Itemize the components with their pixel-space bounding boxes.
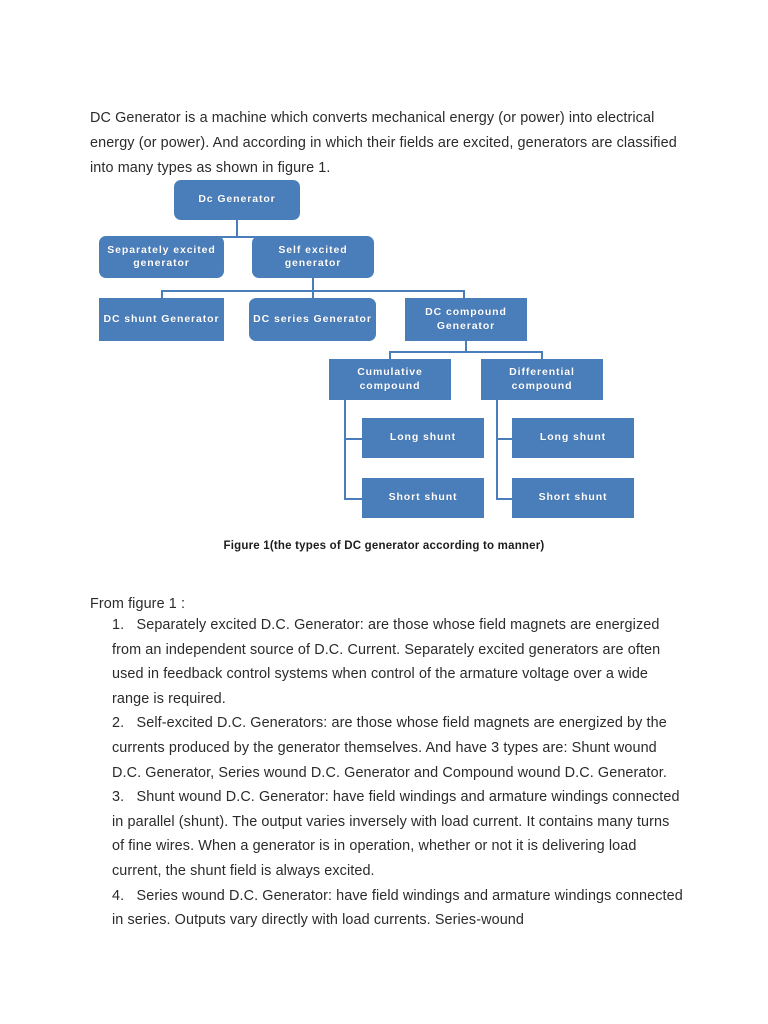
list-item-text: Series wound D.C. Generator: have field … xyxy=(112,887,683,929)
diagram-node-cumulative-long-shunt: Long shunt xyxy=(362,418,484,458)
list-item: 2. Self-excited D.C. Generators: are tho… xyxy=(112,711,684,785)
diagram-node-label: Self excited generator xyxy=(278,243,348,270)
diagram-node-dc-shunt-generator: DC shunt Generator xyxy=(99,298,224,341)
connector-dc-compound-drop xyxy=(463,290,465,299)
diagram-node-label: DC compound Generator xyxy=(425,306,507,332)
list-item: 4. Series wound D.C. Generator: have fie… xyxy=(112,884,684,933)
diagram-node-differential-compound: Differential compound xyxy=(481,359,603,400)
list-item-text: Separately excited D.C. Generator: are t… xyxy=(112,617,661,707)
connector-cumulative-drop xyxy=(389,351,391,361)
diagram-node-label: Cumulative compound xyxy=(357,366,423,392)
figure-caption: Figure 1(the types of DC generator accor… xyxy=(223,540,545,552)
connector-differential-long-stub xyxy=(496,438,513,440)
connector-dc-shunt-drop xyxy=(161,290,163,299)
connector-dc-series-drop xyxy=(312,290,314,299)
list-item-text: Shunt wound D.C. Generator: have field w… xyxy=(112,789,680,879)
connector-cumulative-trunk xyxy=(344,400,346,498)
diagram-node-label: DC shunt Generator xyxy=(103,312,220,325)
diagram-node-dc-compound-generator: DC compound Generator xyxy=(405,298,527,341)
diagram-node-differential-short-shunt: Short shunt xyxy=(512,478,634,518)
connector-cumulative-long-stub xyxy=(344,438,363,440)
connector-differential-short-stub xyxy=(496,498,513,500)
list-item: 1. Separately excited D.C. Generator: ar… xyxy=(112,613,684,711)
diagram-node-label: Short shunt xyxy=(388,491,458,504)
diagram-node-dc-series-generator: DC series Generator xyxy=(249,298,376,341)
connector-differential-drop xyxy=(541,351,543,361)
diagram-node-label: Long shunt xyxy=(539,431,607,444)
connector-root-drop xyxy=(236,220,238,238)
diagram-node-label: Dc Generator xyxy=(198,193,276,206)
list-item: 3. Shunt wound D.C. Generator: have fiel… xyxy=(112,785,684,883)
diagram-node-label: Separately excited generator xyxy=(107,243,216,270)
connector-cumulative-short-stub xyxy=(344,498,363,500)
diagram-node-label: DC series Generator xyxy=(253,312,372,325)
intro-paragraph: DC Generator is a machine which converts… xyxy=(90,110,677,177)
diagram-node-cumulative-compound: Cumulative compound xyxy=(329,359,451,400)
list-item-number: 1. xyxy=(112,617,133,633)
diagram-node-cumulative-short-shunt: Short shunt xyxy=(362,478,484,518)
dc-generator-classification-diagram: Dc Generator Separately excited generato… xyxy=(0,168,768,568)
diagram-node-separately-excited-generator: Separately excited generator xyxy=(99,236,224,278)
list-item-number: 4. xyxy=(112,887,133,904)
diagram-node-label: Long shunt xyxy=(389,431,457,444)
from-figure-heading: From figure 1 : xyxy=(90,596,186,613)
connector-row4-bus xyxy=(389,351,542,353)
diagram-node-dc-generator: Dc Generator xyxy=(174,180,300,220)
connector-differential-trunk xyxy=(496,400,498,498)
list-item-text: Self-excited D.C. Generators: are those … xyxy=(112,715,667,781)
list-item-number: 2. xyxy=(112,715,133,732)
connector-self-excited-drop xyxy=(312,278,314,292)
diagram-node-self-excited-generator: Self excited generator xyxy=(252,236,374,278)
list-item-number: 3. xyxy=(112,789,133,806)
connector-compound-drop xyxy=(465,341,467,353)
generator-types-list: 1. Separately excited D.C. Generator: ar… xyxy=(112,613,684,933)
connector-root-bus xyxy=(161,236,313,238)
diagram-node-label: Short shunt xyxy=(538,491,608,504)
diagram-node-label: Differential compound xyxy=(509,366,575,392)
diagram-node-differential-long-shunt: Long shunt xyxy=(512,418,634,458)
